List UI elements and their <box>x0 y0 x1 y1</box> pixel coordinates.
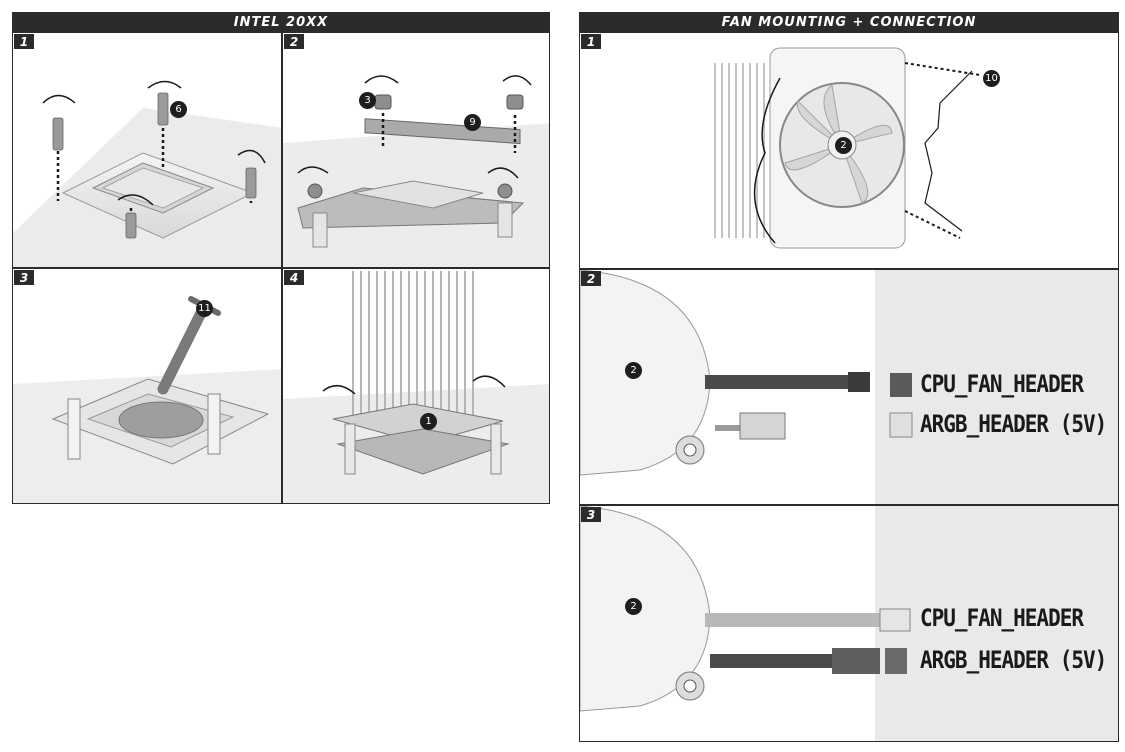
section-title-fan: FAN MOUNTING + CONNECTION <box>579 12 1119 32</box>
backplate-illustration <box>13 80 281 267</box>
callout-1: 1 <box>420 413 437 430</box>
fan-section: FAN MOUNTING + CONNECTION 1 2 1 <box>579 12 1119 742</box>
cooler-install-illustration <box>283 271 549 503</box>
callout-11: 11 <box>196 300 213 317</box>
intel-step-4-panel: 4 1 <box>282 268 550 504</box>
callout-2: 2 <box>625 598 642 615</box>
callout-2: 2 <box>625 362 642 379</box>
step-number: 1 <box>14 34 34 49</box>
callout-3: 3 <box>359 92 376 109</box>
intel-step-2-panel: 2 3 9 <box>282 32 550 268</box>
fan-step-2-panel: 2 2 CPU_FAN_HEADER ARGB_HEADER (5V) <box>579 269 1119 505</box>
argb-header-label: ARGB_HEADER (5V) <box>920 410 1107 438</box>
step-number: 2 <box>284 34 304 49</box>
callout-9: 9 <box>464 114 481 131</box>
thermal-paste-illustration <box>13 296 281 503</box>
callout-6: 6 <box>170 101 187 118</box>
intel-section: INTEL 20XX 1 6 2 <box>12 12 550 504</box>
cpu-fan-header-label: CPU_FAN_HEADER <box>920 604 1084 632</box>
mounting-bar-illustration <box>283 75 549 267</box>
fan-connection-illustration <box>580 506 1118 741</box>
fan-step-1-panel: 1 2 10 <box>579 32 1119 269</box>
step-number: 1 <box>581 34 601 49</box>
callout-2: 2 <box>835 137 852 154</box>
section-title-intel: INTEL 20XX <box>12 12 550 32</box>
cpu-fan-header-label: CPU_FAN_HEADER <box>920 370 1084 398</box>
fan-connection-illustration <box>580 270 1118 504</box>
step-number: 4 <box>284 270 304 285</box>
step-number: 3 <box>581 507 601 522</box>
callout-10: 10 <box>983 70 1000 87</box>
fan-step-3-panel: 3 2 CPU_FAN_HEADER ARGB_HEADER (5V) <box>579 505 1119 742</box>
argb-header-label: ARGB_HEADER (5V) <box>920 646 1107 674</box>
intel-step-3-panel: 3 11 <box>12 268 282 504</box>
step-number: 3 <box>14 270 34 285</box>
intel-step-1-panel: 1 6 <box>12 32 282 268</box>
step-number: 2 <box>581 271 601 286</box>
